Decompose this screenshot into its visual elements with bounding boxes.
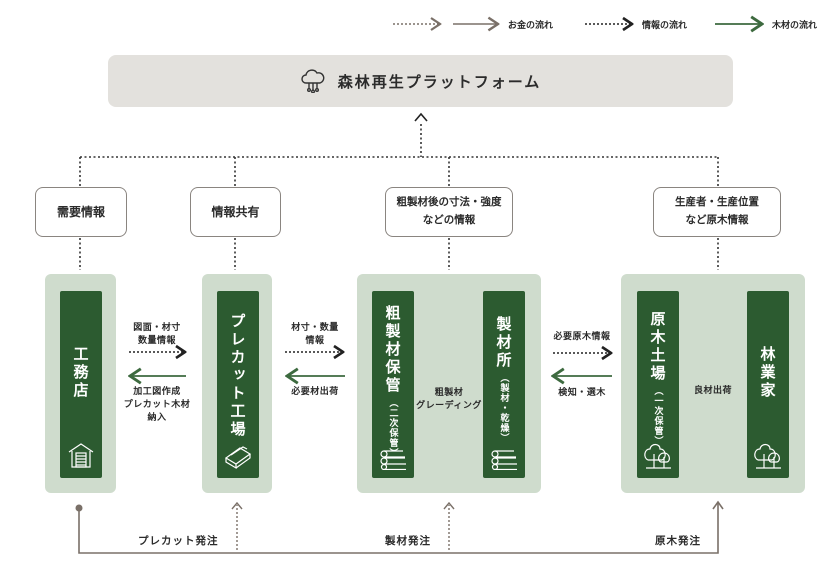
flow-label-good-timber: 良材出荷 bbox=[693, 386, 732, 396]
platform-title: 森林再生プラットフォーム bbox=[337, 72, 542, 91]
up-arrow-to-platform bbox=[414, 112, 428, 122]
node-sublabel: （製材・乾燥） bbox=[498, 373, 509, 443]
info-box-lumber: 粗製材後の寸法・強度などの情報 bbox=[385, 187, 513, 237]
legend-info-label: 情報の流れ bbox=[642, 21, 688, 31]
node-label: 製材所 bbox=[494, 316, 513, 370]
label-line: 情報 bbox=[305, 336, 325, 347]
node-label: 林業家 bbox=[758, 346, 777, 400]
label-line: 加工図作成 bbox=[133, 387, 181, 397]
label-line: 納入 bbox=[147, 413, 167, 424]
trees-icon bbox=[644, 443, 671, 469]
label-line: 図面・材寸 bbox=[133, 323, 181, 333]
info-box-demand: 需要情報 bbox=[35, 187, 127, 237]
platform-box: 森林再生プラットフォーム bbox=[108, 55, 733, 107]
info-box-log: 生産者・生産位置など原木情報 bbox=[653, 187, 781, 237]
label-line: 材寸・数量 bbox=[291, 323, 339, 333]
label-line: グレーディング bbox=[416, 401, 482, 412]
trees-icon bbox=[754, 443, 781, 469]
node-label: プレカット工場 bbox=[228, 313, 247, 439]
node-rough-lumber-storage: 粗製材保管 （二次保管） bbox=[372, 291, 414, 478]
flow-label-inspection: 検知・選木 bbox=[558, 388, 606, 398]
info-text: 粗製材後の寸法・強度 bbox=[396, 196, 502, 209]
logs-icon bbox=[491, 450, 517, 470]
node-precut-factory: プレカット工場 bbox=[217, 291, 259, 478]
lumber-icon bbox=[224, 446, 252, 470]
node-label: 原木土場 bbox=[648, 311, 667, 383]
label-line: プレカット木材 bbox=[123, 400, 191, 411]
node-builder: 工務店 bbox=[60, 291, 102, 478]
flow-label-required-shipping: 必要材出荷 bbox=[291, 387, 339, 397]
order-label-precut: プレカット発注 bbox=[138, 535, 219, 547]
info-text: など原木情報 bbox=[685, 214, 749, 226]
node-forester: 林業家 bbox=[747, 291, 789, 478]
label-line: 数量情報 bbox=[137, 336, 176, 347]
info-text: 需要情報 bbox=[56, 204, 105, 219]
flow-label-grading: 粗製材グレーディング bbox=[414, 387, 484, 413]
node-label: 粗製材保管 bbox=[383, 305, 402, 395]
info-text: 情報共有 bbox=[211, 204, 260, 219]
node-log-yard: 原木土場 （一次保管） bbox=[637, 291, 679, 478]
info-text: 生産者・生産位置 bbox=[675, 196, 759, 209]
legend-money-label: お金の流れ bbox=[508, 21, 554, 31]
order-label-log: 原木発注 bbox=[655, 535, 701, 547]
label-line: 粗製材 bbox=[434, 388, 464, 398]
node-sublabel: （一次保管） bbox=[652, 386, 663, 446]
flow-label-dimensions: 材寸・数量情報 bbox=[280, 322, 350, 348]
flow-label-precut-delivery: 加工図作成プレカット木材納入 bbox=[118, 386, 196, 425]
house-icon bbox=[68, 443, 94, 468]
info-box-sharing: 情報共有 bbox=[190, 187, 281, 237]
node-label: 工務店 bbox=[71, 346, 90, 400]
info-text: などの情報 bbox=[422, 214, 476, 226]
legend-wood-label: 木材の流れ bbox=[772, 21, 818, 31]
order-label-sawmill: 製材発注 bbox=[385, 535, 431, 547]
node-sublabel: （二次保管） bbox=[387, 398, 398, 458]
flow-label-required-logs: 必要原木情報 bbox=[553, 332, 611, 342]
cloud-network-icon bbox=[301, 69, 325, 93]
node-sawmill: 製材所 （製材・乾燥） bbox=[483, 291, 525, 478]
flow-label-drawings: 図面・材寸数量情報 bbox=[122, 322, 192, 348]
logs-icon bbox=[380, 450, 406, 470]
